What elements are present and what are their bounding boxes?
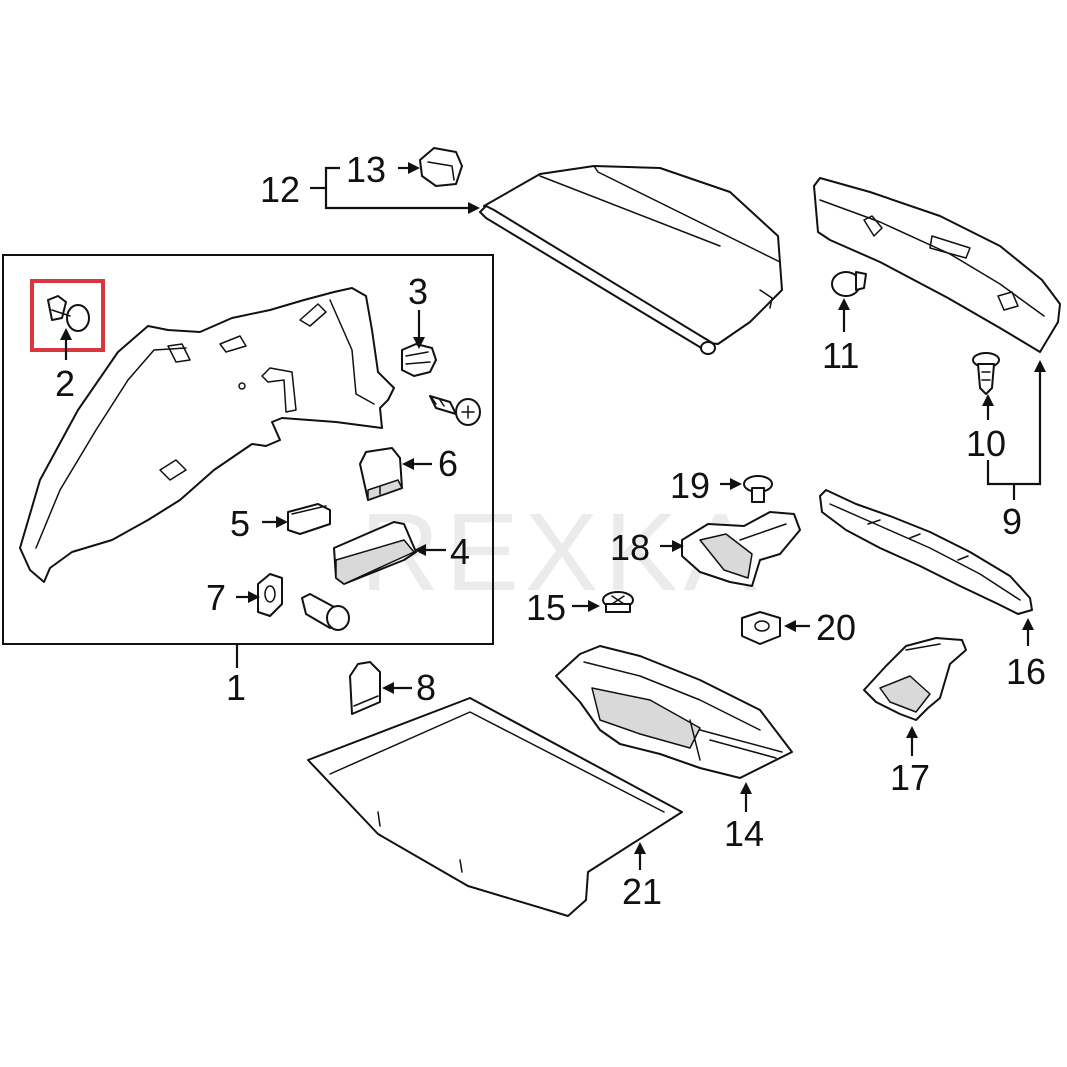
callout-3: 3	[408, 271, 428, 312]
callout-13: 13	[346, 149, 386, 190]
callout-14: 14	[724, 813, 764, 854]
part-10-push-retainer[interactable]	[972, 352, 1000, 395]
part-19-pin[interactable]	[743, 475, 773, 503]
part-18-support-bracket[interactable]	[681, 511, 801, 587]
part-20-spacer[interactable]	[741, 611, 781, 645]
callout-21: 21	[622, 871, 662, 912]
callout-19: 19	[670, 465, 710, 506]
part-7-clip[interactable]	[257, 573, 283, 617]
part-12-tonneau-cover[interactable]	[479, 165, 783, 355]
callout-15: 15	[526, 587, 566, 628]
part-14-cargo-tray[interactable]	[555, 645, 793, 779]
callout-12: 12	[260, 169, 300, 210]
callout-16: 16	[1006, 651, 1046, 692]
part-2-push-retainer[interactable]	[47, 295, 90, 332]
part-16-rail[interactable]	[819, 489, 1033, 615]
callout-2: 2	[55, 363, 75, 404]
callout-20: 20	[816, 607, 856, 648]
callout-18: 18	[610, 527, 650, 568]
callout-7: 7	[206, 577, 226, 618]
trim-bolt[interactable]	[301, 593, 350, 631]
trim-screw[interactable]	[429, 395, 481, 426]
callout-11: 11	[822, 335, 859, 376]
part-21-floor-mat[interactable]	[307, 697, 683, 917]
group-box-1	[2, 254, 494, 645]
callout-1: 1	[226, 667, 246, 708]
callout-5: 5	[230, 503, 250, 544]
callout-17: 17	[890, 757, 930, 798]
highlight-box-part-2	[30, 279, 105, 352]
callout-8: 8	[416, 667, 436, 708]
callout-6: 6	[438, 443, 458, 484]
part-13-end-cap[interactable]	[419, 147, 463, 187]
part-15-clip[interactable]	[602, 591, 634, 613]
part-1-quarter-trim-panel[interactable]	[19, 287, 395, 583]
part-11-clip[interactable]	[831, 271, 867, 297]
part-5-cover[interactable]	[287, 503, 331, 535]
part-8-cap[interactable]	[349, 661, 381, 715]
part-9-scuff-plate[interactable]	[813, 177, 1061, 353]
part-6-bracket[interactable]	[359, 447, 403, 501]
callout-10: 10	[966, 423, 1006, 464]
leader-lines	[60, 162, 1046, 870]
part-4-trim-bracket[interactable]	[333, 521, 417, 585]
part-17-side-bracket[interactable]	[863, 637, 967, 721]
callout-9: 9	[1002, 501, 1022, 542]
callout-4: 4	[450, 531, 470, 572]
